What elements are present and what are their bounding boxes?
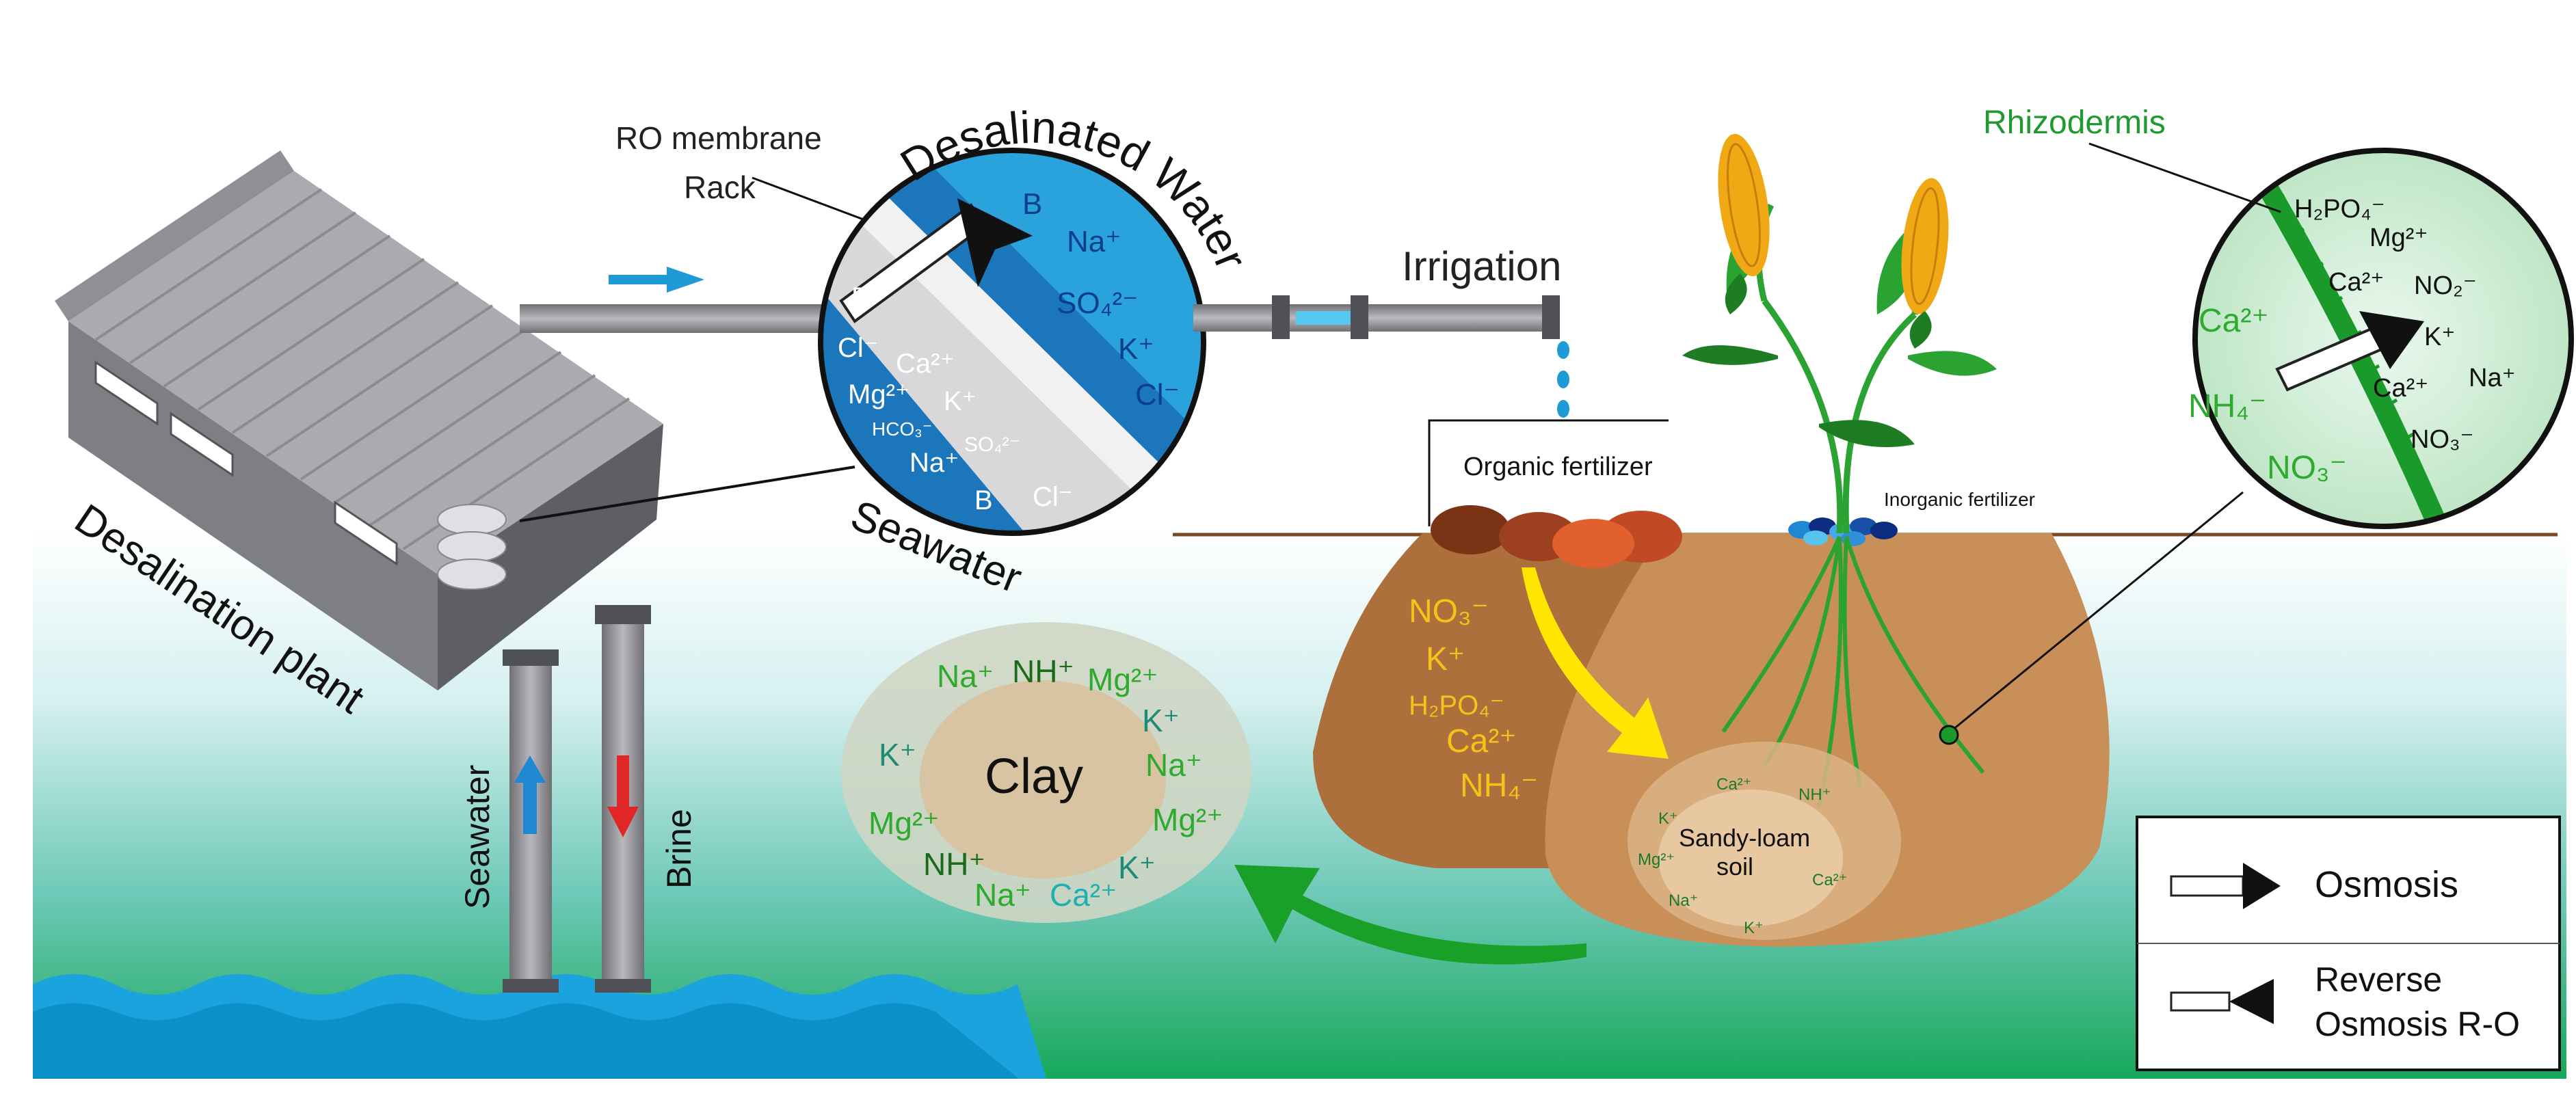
brine-discharge-pipe [595,605,651,993]
svg-text:K⁺: K⁺ [1426,641,1465,677]
legend-reverse-label-2: Osmosis R-O [2315,1005,2520,1043]
svg-text:Ca²⁺: Ca²⁺ [2199,303,2269,339]
organic-fertilizer-pile [1431,505,1682,568]
svg-text:Ca²⁺: Ca²⁺ [1446,723,1517,760]
ro-membrane-circle [818,148,1206,536]
rhizodermis-label: Rhizodermis [1983,105,2166,141]
ro-desalinated-ions: B Na⁺ SO₄²⁻ K⁺ Cl⁻ [1022,187,1180,412]
svg-text:Mg²⁺: Mg²⁺ [1087,662,1158,697]
svg-text:B: B [974,485,993,515]
flow-arrow-icon [609,267,704,293]
svg-text:Ca²⁺: Ca²⁺ [2373,374,2428,403]
rhizo-outer-ions: Ca²⁺ NH₄⁻ NO₃⁻ [2188,303,2347,486]
svg-text:Na⁺: Na⁺ [2469,364,2516,392]
brine-pipe-label: Brine [660,809,698,889]
desalination-plant [55,150,663,690]
rhizo-osmosis-arrow-icon [2275,311,2424,392]
legend [2136,816,2561,1071]
svg-text:Cl⁻: Cl⁻ [1033,482,1073,512]
rhizo-leader-line [2088,142,2281,213]
svg-text:B: B [1022,187,1042,221]
svg-text:H₂PO₄⁻: H₂PO₄⁻ [2294,195,2385,224]
clay-label: Clay [985,749,1083,804]
reverse-osmosis-arrow-icon [2170,979,2274,1024]
svg-text:Cl⁻: Cl⁻ [838,333,878,363]
rhizo-inner-ions: H₂PO₄⁻ Mg²⁺ Ca²⁺ NO₂⁻ K⁺ Ca²⁺ NO₃⁻ Na⁺ [2294,195,2516,454]
organic-fertilizer-label: Organic fertilizer [1463,453,1653,481]
plant-pipe [520,304,834,333]
svg-text:SO₄²⁻: SO₄²⁻ [1057,286,1138,320]
svg-text:Na⁺: Na⁺ [937,658,994,694]
organic-leader-line [1428,419,1669,526]
corn-cob-icon [1718,133,1949,349]
svg-text:NO₂⁻: NO₂⁻ [2414,271,2477,300]
clay-particle [841,622,1251,923]
svg-text:K⁺: K⁺ [1118,332,1154,366]
nutrient-flow-arrow-icon [1522,567,1669,759]
sea-wave-dark [33,1003,1019,1079]
ro-osmosis-arrow-icon [839,198,1033,323]
legend-reverse-label: Reverse [2315,960,2442,999]
svg-text:K⁺: K⁺ [1658,809,1678,828]
water-drop-icon [1557,341,1569,418]
leaching-flow-arrow-icon [1234,865,1586,965]
svg-text:Ca²⁺: Ca²⁺ [2328,268,2384,297]
svg-text:SO₄²⁻: SO₄²⁻ [964,433,1020,456]
svg-text:K⁺: K⁺ [1744,919,1764,937]
svg-text:HCO₃⁻: HCO₃⁻ [872,418,932,440]
svg-text:Mg²⁺: Mg²⁺ [868,805,940,841]
svg-text:Na⁺: Na⁺ [974,877,1031,913]
svg-text:F⁻: F⁻ [851,282,883,312]
svg-text:Ca²⁺: Ca²⁺ [1812,871,1847,889]
inorganic-fertilizer-label: Inorganic fertilizer [1884,489,2035,510]
clay-ions: Na⁺ NH⁺ Mg²⁺ K⁺ K⁺ Na⁺ Mg²⁺ Mg²⁺ NH⁺ K⁺ … [868,654,1223,913]
ro-seawater-ions: F⁻ Cl⁻ Ca²⁺ Mg²⁺ K⁺ HCO₃⁻ SO₄²⁻ Na⁺ B Cl… [838,282,1073,515]
svg-text:K⁺: K⁺ [1118,850,1156,885]
svg-text:NH⁺: NH⁺ [1012,654,1074,689]
legend-osmosis-label: Osmosis [2315,864,2458,905]
svg-text:Na⁺: Na⁺ [909,448,959,478]
svg-text:NH⁺: NH⁺ [1798,785,1831,804]
svg-text:Ca²⁺: Ca²⁺ [1050,877,1117,913]
svg-text:Na⁺: Na⁺ [1669,891,1698,910]
ro-rack-label: Rack [684,170,756,205]
organic-fertilizer-ions: NO₃⁻ K⁺ H₂PO₄⁻ Ca²⁺ NH₄⁻ [1409,593,1538,804]
svg-text:Mg²⁺: Mg²⁺ [1638,850,1675,869]
svg-text:Cl⁻: Cl⁻ [1135,378,1180,412]
seawater-intake-pipe [503,649,559,993]
root-leader-line [1948,491,2244,734]
irrigation-pipe [1193,295,1560,339]
ro-membrane-label: RO membrane [615,120,822,156]
svg-text:Ca²⁺: Ca²⁺ [896,349,955,379]
svg-text:Mg²⁺: Mg²⁺ [1152,802,1223,837]
svg-text:NO₃⁻: NO₃⁻ [2267,450,2347,486]
svg-text:NH₄⁻: NH₄⁻ [1460,768,1538,804]
svg-text:H₂PO₄⁻: H₂PO₄⁻ [1409,690,1504,721]
osmosis-arrow-icon [2170,863,2281,909]
svg-text:NH₄⁻: NH₄⁻ [2188,388,2266,425]
svg-text:Mg²⁺: Mg²⁺ [2369,224,2428,252]
svg-text:NO₃⁻: NO₃⁻ [1409,593,1489,630]
svg-text:NO₃⁻: NO₃⁻ [2411,425,2474,454]
sandy-loam-soil [1628,742,1901,940]
svg-text:K⁺: K⁺ [879,737,916,772]
svg-text:Na⁺: Na⁺ [1067,225,1121,258]
svg-text:K⁺: K⁺ [1142,703,1180,738]
sandy-loam-label: Sandy-loam [1679,824,1810,852]
svg-text:Mg²⁺: Mg²⁺ [848,379,909,409]
svg-text:Na⁺: Na⁺ [1145,747,1202,783]
irrigation-label: Irrigation [1402,243,1561,289]
sandy-loam-label-2: soil [1716,852,1753,881]
soil-ions: Ca²⁺ NH⁺ K⁺ Mg²⁺ Na⁺ Ca²⁺ K⁺ [1638,775,1847,937]
plant-leader-line [519,466,855,522]
svg-text:NH⁺: NH⁺ [923,846,985,882]
root-point-icon [1939,725,1959,745]
svg-text:K⁺: K⁺ [944,386,977,416]
seawater-pipe-label: Seawater [458,765,496,909]
svg-text:Ca²⁺: Ca²⁺ [1716,775,1751,794]
svg-text:K⁺: K⁺ [2424,323,2455,351]
